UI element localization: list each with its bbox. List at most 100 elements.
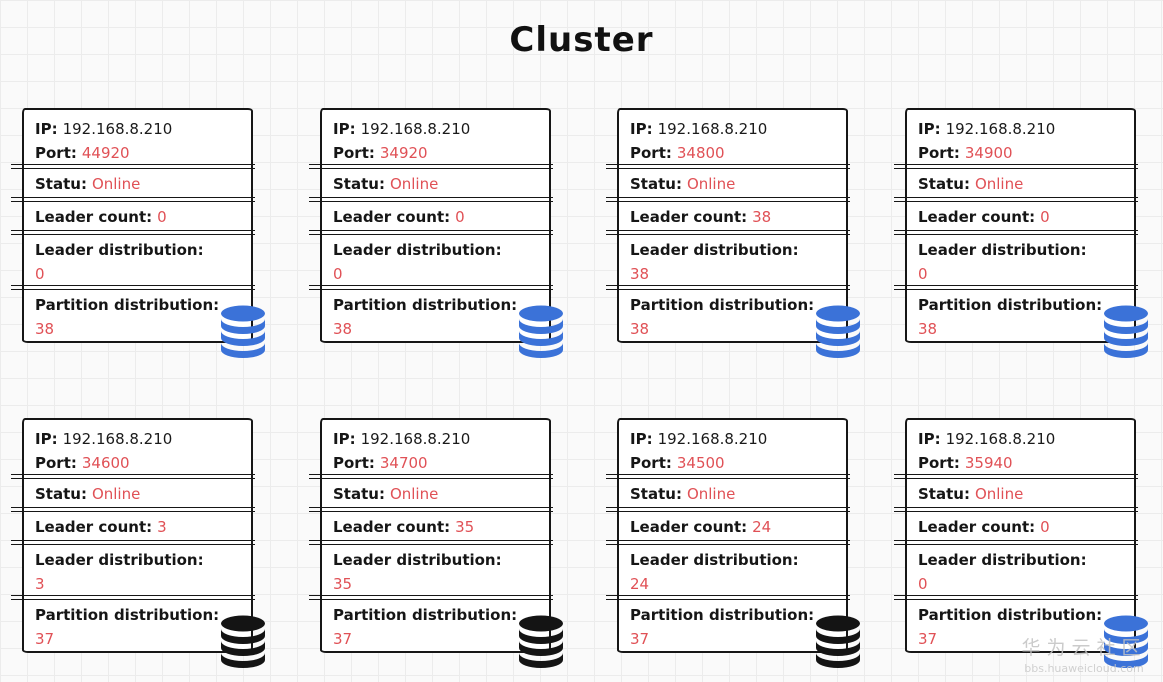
node-card: IP:192.168.8.210 Port:34700 Statu:Online… xyxy=(309,418,563,668)
section-divider xyxy=(894,474,1138,479)
ip-line: IP:192.168.8.210 xyxy=(630,117,835,141)
ip-label: IP: xyxy=(333,120,356,138)
database-icon xyxy=(1104,305,1148,358)
section-divider xyxy=(309,474,553,479)
port-line: Port:34600 xyxy=(35,451,240,475)
status-value: Online xyxy=(686,174,736,193)
section-divider xyxy=(894,164,1138,169)
partition-distribution-value: 38 xyxy=(630,320,650,338)
partition-distribution-section: Partition distribution: 38 xyxy=(907,290,1134,341)
port-line: Port:34700 xyxy=(333,451,538,475)
leader-distribution-value: 3 xyxy=(35,575,45,594)
node-card: IP:192.168.8.210 Port:34800 Statu:Online… xyxy=(606,108,860,358)
partition-distribution-label: Partition distribution: xyxy=(918,606,1103,624)
partition-distribution-section: Partition distribution: 37 xyxy=(322,600,549,651)
leader-count-value: 0 xyxy=(455,208,465,226)
status-label: Statu: xyxy=(35,484,87,503)
ip-port-section: IP:192.168.8.210 Port:44920 xyxy=(24,110,251,164)
leader-count-label: Leader count: xyxy=(333,208,451,226)
section-divider xyxy=(11,285,255,290)
page-title: Cluster xyxy=(509,20,654,60)
port-label: Port: xyxy=(333,454,375,472)
leader-distribution-value: 24 xyxy=(630,575,650,594)
ip-line: IP:192.168.8.210 xyxy=(35,427,240,451)
status-label: Statu: xyxy=(630,484,682,503)
leader-count-section: Leader count:24 xyxy=(619,512,846,540)
ip-value: 192.168.8.210 xyxy=(62,120,173,138)
ip-value: 192.168.8.210 xyxy=(360,120,471,138)
partition-distribution-value: 38 xyxy=(35,320,55,338)
ip-port-section: IP:192.168.8.210 Port:34920 xyxy=(322,110,549,164)
status-label: Statu: xyxy=(918,174,970,193)
ip-line: IP:192.168.8.210 xyxy=(333,427,538,451)
port-label: Port: xyxy=(35,144,77,162)
ip-label: IP: xyxy=(630,430,653,448)
ip-port-section: IP:192.168.8.210 Port:34900 xyxy=(907,110,1134,164)
section-divider xyxy=(11,474,255,479)
leader-distribution-label: Leader distribution: xyxy=(333,241,502,260)
status-section: Statu:Online xyxy=(619,479,846,507)
section-divider xyxy=(894,507,1138,512)
ip-label: IP: xyxy=(918,430,941,448)
leader-distribution-section: Leader distribution: 0 xyxy=(907,545,1134,595)
partition-distribution-label: Partition distribution: xyxy=(35,606,220,624)
section-divider xyxy=(894,197,1138,202)
ip-port-section: IP:192.168.8.210 Port:35940 xyxy=(907,420,1134,474)
section-divider xyxy=(894,540,1138,546)
partition-distribution-value: 37 xyxy=(630,630,650,648)
section-divider xyxy=(309,540,553,546)
status-label: Statu: xyxy=(35,174,87,193)
section-divider xyxy=(606,197,850,202)
section-divider xyxy=(309,164,553,169)
leader-count-value: 24 xyxy=(752,518,772,536)
leader-count-value: 0 xyxy=(157,208,167,226)
status-section: Statu:Online xyxy=(24,169,251,197)
port-line: Port:34500 xyxy=(630,451,835,475)
partition-distribution-label: Partition distribution: xyxy=(333,606,518,624)
section-divider xyxy=(894,285,1138,290)
ip-value: 192.168.8.210 xyxy=(945,430,1056,448)
leader-count-label: Leader count: xyxy=(35,518,153,536)
database-icon xyxy=(221,615,265,668)
status-value: Online xyxy=(686,484,736,503)
ip-value: 192.168.8.210 xyxy=(945,120,1056,138)
status-label: Statu: xyxy=(918,484,970,503)
node-card: IP:192.168.8.210 Port:34600 Statu:Online… xyxy=(11,418,265,668)
partition-distribution-section: Partition distribution: 38 xyxy=(24,290,251,341)
ip-line: IP:192.168.8.210 xyxy=(35,117,240,141)
leader-distribution-label: Leader distribution: xyxy=(35,551,204,570)
leader-distribution-value: 0 xyxy=(333,265,343,284)
partition-distribution-section: Partition distribution: 38 xyxy=(619,290,846,341)
ip-value: 192.168.8.210 xyxy=(62,430,173,448)
section-divider xyxy=(606,507,850,512)
port-value: 34500 xyxy=(676,454,725,472)
leader-distribution-section: Leader distribution: 0 xyxy=(322,235,549,285)
leader-distribution-value: 0 xyxy=(918,575,928,594)
leader-distribution-label: Leader distribution: xyxy=(630,551,799,570)
section-divider xyxy=(606,595,850,600)
port-value: 35940 xyxy=(964,454,1013,472)
section-divider xyxy=(11,230,255,236)
section-divider xyxy=(11,164,255,169)
ip-line: IP:192.168.8.210 xyxy=(333,117,538,141)
partition-distribution-label: Partition distribution: xyxy=(630,296,815,314)
leader-distribution-section: Leader distribution: 0 xyxy=(24,235,251,285)
leader-count-section: Leader count:0 xyxy=(322,202,549,230)
port-line: Port:35940 xyxy=(918,451,1123,475)
leader-count-value: 3 xyxy=(157,518,167,536)
leader-distribution-label: Leader distribution: xyxy=(918,551,1087,570)
ip-line: IP:192.168.8.210 xyxy=(918,117,1123,141)
port-line: Port:44920 xyxy=(35,141,240,165)
partition-distribution-value: 38 xyxy=(333,320,353,338)
port-value: 34920 xyxy=(379,144,428,162)
section-divider xyxy=(309,507,553,512)
node-card: IP:192.168.8.210 Port:34900 Statu:Online… xyxy=(894,108,1148,358)
status-value: Online xyxy=(91,484,141,503)
leader-count-label: Leader count: xyxy=(630,208,748,226)
status-label: Statu: xyxy=(333,484,385,503)
port-line: Port:34800 xyxy=(630,141,835,165)
leader-count-section: Leader count:0 xyxy=(24,202,251,230)
leader-distribution-value: 38 xyxy=(630,265,650,284)
node-card: IP:192.168.8.210 Port:34920 Statu:Online… xyxy=(309,108,563,358)
partition-distribution-label: Partition distribution: xyxy=(918,296,1103,314)
